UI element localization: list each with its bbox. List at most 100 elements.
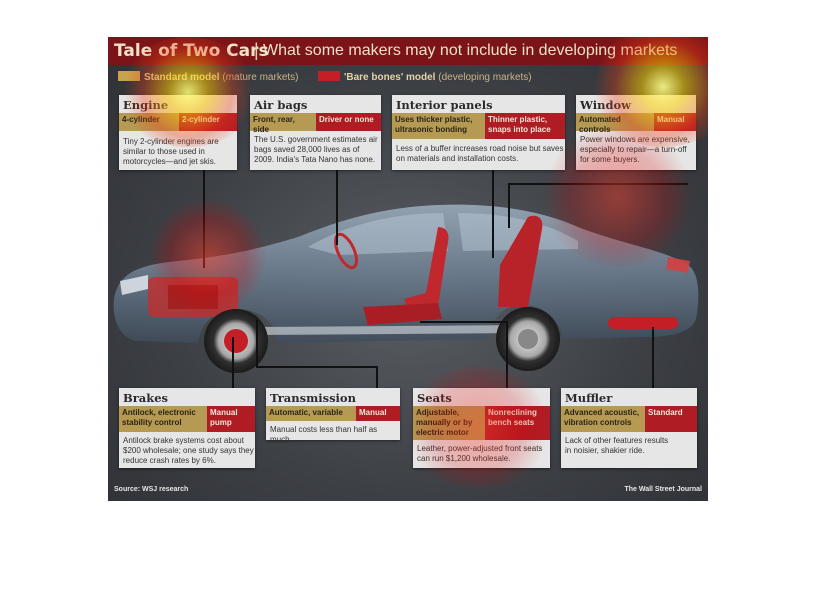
brakes-leader [232, 337, 234, 389]
card-muffler-note: Lack of other features results in noisie… [565, 436, 668, 456]
car-floor [258, 325, 528, 335]
card-brakes-title: Brakes [123, 391, 168, 405]
bare-line: pump [210, 418, 232, 427]
std-line: stability control [122, 418, 182, 427]
transmission-leader-v1 [256, 320, 258, 366]
bare-line: Nonreclining [488, 408, 537, 417]
card-seats-title: Seats [417, 391, 452, 405]
engine-block [168, 285, 218, 309]
card-seats-note: Leather, power-adjusted front seats can … [417, 444, 542, 464]
card-transmission-title: Transmission [270, 391, 356, 405]
card-muffler-standard: Advanced acoustic, vibration controls [561, 406, 645, 432]
seats-leader-v [506, 321, 508, 388]
card-brakes-note: Antilock brake systems cost about $200 w… [123, 436, 254, 466]
card-muffler-title: Muffler [565, 391, 613, 405]
std-line: Antilock, electronic [122, 408, 196, 417]
card-interior: Interior panels Uses thicker plastic, ul… [392, 95, 565, 170]
note-line: can run $1,200 wholesale. [417, 454, 511, 463]
card-engine-title: Engine [123, 98, 169, 112]
note-line: motorcycles—and jet skis. [123, 157, 216, 166]
card-window-note: Power windows are expensive, especially … [580, 135, 690, 165]
card-transmission-bare: Manual [356, 406, 400, 421]
note-line: Power windows are expensive, [580, 135, 690, 144]
note-line: reduce crash rates by 6%. [123, 456, 216, 465]
rear-hub [518, 329, 538, 349]
legend-bare-paren: (developing markets) [438, 72, 532, 83]
card-window: Window Automated controls Manual Power w… [576, 95, 696, 170]
card-airbags-note: The U.S. government estimates air bags s… [254, 135, 378, 165]
window-leader-h [508, 183, 688, 185]
card-interior-note: Less of a buffer increases road noise bu… [396, 144, 564, 164]
front-seat-base [363, 303, 442, 325]
note-line: Antilock brake systems cost about [123, 436, 244, 445]
legend-bare-label: 'Bare bones' model [344, 72, 436, 83]
card-muffler: Muffler Advanced acoustic, vibration con… [561, 388, 697, 468]
card-transmission: Transmission Automatic, variable Manual … [266, 388, 400, 444]
note-line: Less of a buffer increases road noise bu… [396, 144, 564, 153]
title-subtitle: What some makers may not include in deve… [263, 42, 678, 59]
note-line: similar to those used in [123, 147, 205, 156]
legend-bare-swatch [318, 71, 340, 81]
interior-leader [492, 170, 494, 258]
note-line: for some buyers. [580, 155, 640, 164]
note-line: in noisier, shakier ride. [565, 446, 645, 455]
note-line: Tiny 2-cylinder engines are [123, 137, 219, 146]
card-seats-bare: Nonreclining bench seats [485, 406, 550, 440]
card-window-bare: Manual [654, 113, 696, 131]
std-line: ultrasonic bonding [395, 125, 467, 134]
note-line: 2009. India's Tata Nano has none. [254, 155, 376, 164]
note-line: on materials and installation costs. [396, 154, 519, 163]
note-line: Leather, power-adjusted front seats [417, 444, 543, 453]
steering-wheel [333, 232, 359, 270]
engine-leader [203, 170, 205, 268]
card-brakes: Brakes Antilock, electronic stability co… [119, 388, 255, 468]
car-front-window [308, 213, 448, 255]
transmission-leader-h [256, 366, 378, 368]
infographic: Tale of Two Cars | What some makers may … [108, 37, 708, 501]
window-leader-v [508, 183, 510, 228]
note-line: Manual costs less than half as much. [270, 425, 378, 444]
note-line: bags saved 28,000 lives as of [254, 145, 360, 154]
card-window-standard: Automated controls [576, 113, 654, 134]
note-line: Lack of other features results [565, 436, 669, 445]
std-line: Adjustable, [416, 408, 460, 417]
card-interior-bare: Thinner plastic, snaps into place [485, 113, 565, 139]
taillight [666, 257, 690, 273]
card-engine-standard: 4-cylinder [119, 113, 179, 131]
note-line: $200 wholesale; one study says they [123, 446, 254, 455]
card-brakes-standard: Antilock, electronic stability control [119, 406, 207, 432]
card-airbags-bare: Driver or none [316, 113, 381, 131]
headlight [120, 275, 148, 295]
card-window-title: Window [580, 98, 632, 112]
card-transmission-note: Manual costs less than half as much. [270, 425, 400, 445]
front-seat [404, 227, 449, 309]
card-muffler-bare: Standard [645, 406, 697, 432]
card-interior-standard: Uses thicker plastic, ultrasonic bonding [392, 113, 485, 139]
card-airbags-title: Air bags [254, 98, 308, 112]
card-seats-standard: Adjustable, manually or by electric moto… [413, 406, 485, 440]
rear-seat [498, 215, 543, 307]
bare-line: bench seats [488, 418, 535, 427]
legend-standard-paren: (mature markets) [222, 72, 299, 83]
card-airbags-standard: Front, rear, side [250, 113, 316, 134]
card-engine: Engine 4-cylinder 2-cylinder Tiny 2-cyli… [119, 95, 237, 170]
note-line: The U.S. government estimates air [254, 135, 378, 144]
muffler-leader [652, 327, 654, 388]
std-line: manually or by [416, 418, 473, 427]
card-airbags: Air bags Front, rear, side Driver or non… [250, 95, 381, 170]
bare-line: Thinner plastic, [488, 115, 548, 124]
bare-line: snaps into place [488, 125, 551, 134]
muffler-part [608, 317, 678, 329]
card-engine-bare: 2-cylinder [179, 113, 237, 131]
card-interior-title: Interior panels [396, 98, 493, 112]
card-transmission-standard: Automatic, variable [266, 406, 356, 421]
std-line: Advanced acoustic, [564, 408, 640, 417]
front-brake [224, 329, 248, 353]
footer-credit: The Wall Street Journal [624, 486, 702, 493]
std-line: vibration controls [564, 418, 632, 427]
card-seats: Seats Adjustable, manually or by electri… [413, 388, 550, 468]
std-line: electric motor [416, 428, 469, 437]
airbags-leader [336, 170, 338, 245]
transmission-leader-v2 [376, 366, 378, 388]
card-engine-note: Tiny 2-cylinder engines are similar to t… [123, 137, 219, 167]
